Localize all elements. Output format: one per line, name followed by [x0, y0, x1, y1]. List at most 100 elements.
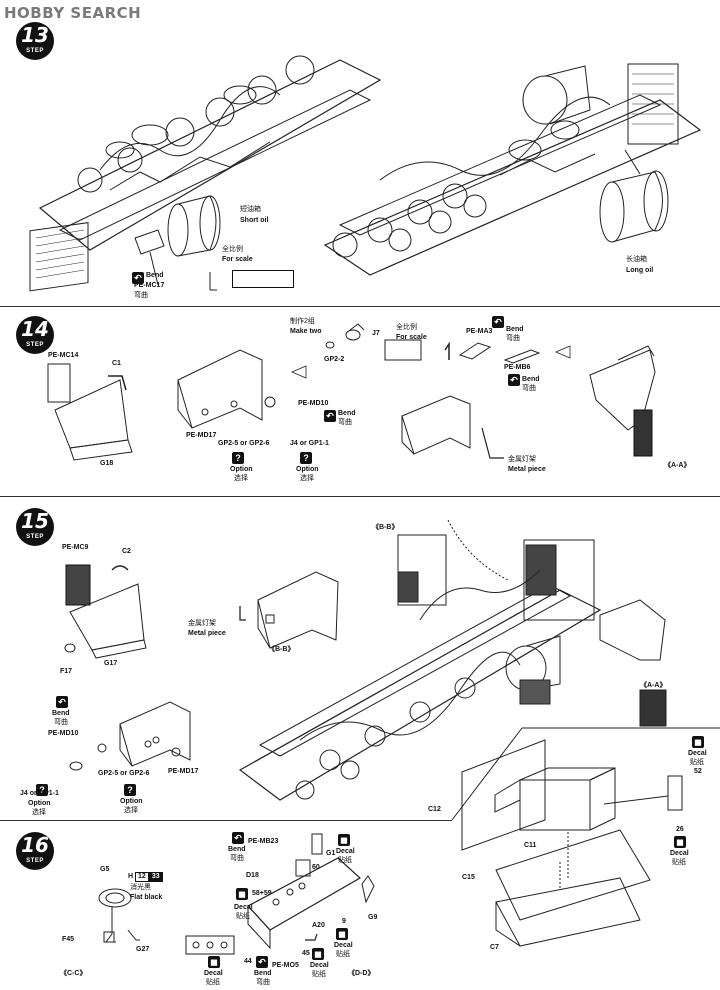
decal-label-cn: 贴纸	[312, 971, 326, 978]
f17-label: F17	[60, 668, 73, 675]
pe-mc14-label: PE-MC14	[48, 352, 79, 359]
gp-pair-label: GP2-5 or GP2-6	[218, 440, 270, 447]
pe-mc17-label: PE-MC17	[134, 282, 165, 289]
flat-black-label-cn: 消光黑	[130, 884, 151, 891]
section-divider	[0, 496, 720, 497]
bend-label: Bend	[228, 846, 246, 853]
decal-label: Decal	[204, 970, 223, 977]
bend-label: Bend	[254, 970, 272, 977]
watermark-logo: HOBBY SEARCH	[4, 4, 142, 22]
c1-label: C1	[112, 360, 121, 367]
scale-label: For scale	[222, 256, 253, 263]
bend-label: Bend	[146, 272, 164, 279]
pe-mb23-label: PE-MB23	[248, 838, 279, 845]
flat-black-label: Flat black	[130, 894, 163, 901]
option-icon: ?	[36, 784, 48, 796]
metal-piece-label-cn: 金属灯架	[188, 620, 216, 627]
a20-label: A20	[312, 922, 325, 929]
bend-icon: ↶	[508, 374, 520, 386]
view-bb-label: 《B-B》	[268, 646, 295, 653]
decal-label-cn: 贴纸	[336, 951, 350, 958]
step15-bracket-top	[239, 571, 339, 649]
pe-mc17-plate	[134, 229, 165, 255]
make-two-label: Make two	[290, 328, 322, 335]
decal-label-cn: 贴纸	[206, 979, 220, 986]
bend-label-cn: 弯曲	[256, 979, 270, 986]
decal-label: Decal	[334, 942, 353, 949]
decal-label: Decal	[310, 962, 329, 969]
option-icon: ?	[300, 452, 312, 464]
pe-md17-label: PE-MD17	[168, 768, 199, 775]
decal-label-cn: 贴纸	[338, 857, 352, 864]
make-two-label-cn: 制作2组	[290, 318, 315, 325]
g9-label: G9	[368, 914, 378, 921]
section-divider	[0, 306, 720, 307]
decal-58-59-label: 58+59	[252, 890, 272, 897]
bend-label: Bend	[338, 410, 356, 417]
decal-icon: ◼	[208, 956, 220, 968]
gp-pair-label: GP2-5 or GP2-6	[98, 770, 150, 777]
view-bb-label: 《B-B》	[372, 524, 399, 531]
g5-label: G5	[100, 866, 110, 873]
decal-label-cn: 贴纸	[236, 913, 250, 920]
decal-icon: ◼	[692, 736, 704, 748]
step15-mudguard	[64, 564, 147, 659]
bend-label-cn: 弯曲	[134, 292, 148, 299]
bend-label: Bend	[522, 376, 540, 383]
decal-9-label: 9	[342, 918, 346, 925]
bend-icon: ↶	[256, 956, 268, 968]
pe-md10-label: PE-MD10	[48, 730, 79, 737]
bend-icon: ↶	[492, 316, 504, 328]
chassis-drawing-left	[29, 55, 382, 292]
bend-label-cn: 弯曲	[54, 719, 68, 726]
decal-44-label: 44	[244, 958, 252, 965]
step15-main-assembly	[238, 519, 667, 801]
d18-label: D18	[246, 872, 259, 879]
paint-number-2: 33	[148, 872, 163, 882]
view-aa-label: 《A-A》	[640, 682, 667, 689]
pe-mo5-label: PE-MO5	[272, 962, 299, 969]
bend-label: Bend	[506, 326, 524, 333]
g1-label: G1	[326, 850, 336, 857]
step15-cab-interior	[461, 739, 683, 947]
section-divider	[0, 820, 452, 821]
long-oil-label: Long oil	[626, 267, 654, 274]
long-oil-label-cn: 长油箱	[626, 256, 647, 263]
g17-label: G17	[104, 660, 118, 667]
decal-label: Decal	[336, 848, 355, 855]
option-label: Option	[230, 466, 253, 473]
short-oil-label: Short oil	[240, 217, 269, 224]
c15-label: C15	[462, 874, 475, 881]
step14-lamp-part	[325, 323, 365, 349]
step16-dashboard	[185, 833, 375, 955]
pe-ma3-label: PE-MA3	[466, 328, 493, 335]
decal-label: Decal	[688, 750, 707, 757]
c2-label: C2	[122, 548, 131, 555]
pe-mc9-label: PE-MC9	[62, 544, 89, 551]
short-oil-label-cn: 短油箱	[240, 206, 261, 213]
bend-icon: ↶	[132, 272, 144, 284]
paint-number-1: 12	[135, 872, 149, 882]
view-dd-label: 《D-D》	[348, 970, 375, 977]
scale-label: For scale	[396, 334, 427, 341]
j4-label: J4 or GP1-1	[20, 790, 59, 797]
g27-label: G27	[136, 946, 150, 953]
pe-ma3-plate	[458, 342, 492, 360]
option-icon: ?	[124, 784, 136, 796]
decal-52-label: 52	[694, 768, 702, 775]
decal-icon: ◼	[312, 948, 324, 960]
bend-label-cn: 弯曲	[230, 855, 244, 862]
step14-bracket-2	[401, 395, 471, 455]
pe-mb6-label: PE-MB6	[504, 364, 531, 371]
pe-mb6-plate	[503, 349, 541, 364]
arrow-icon	[290, 365, 307, 379]
option-label-cn: 选择	[124, 807, 138, 814]
option-label: Option	[120, 798, 143, 805]
bend-icon: ↶	[324, 410, 336, 422]
gp2-2-label: GP2-2	[324, 356, 345, 363]
scale-box	[232, 270, 294, 288]
